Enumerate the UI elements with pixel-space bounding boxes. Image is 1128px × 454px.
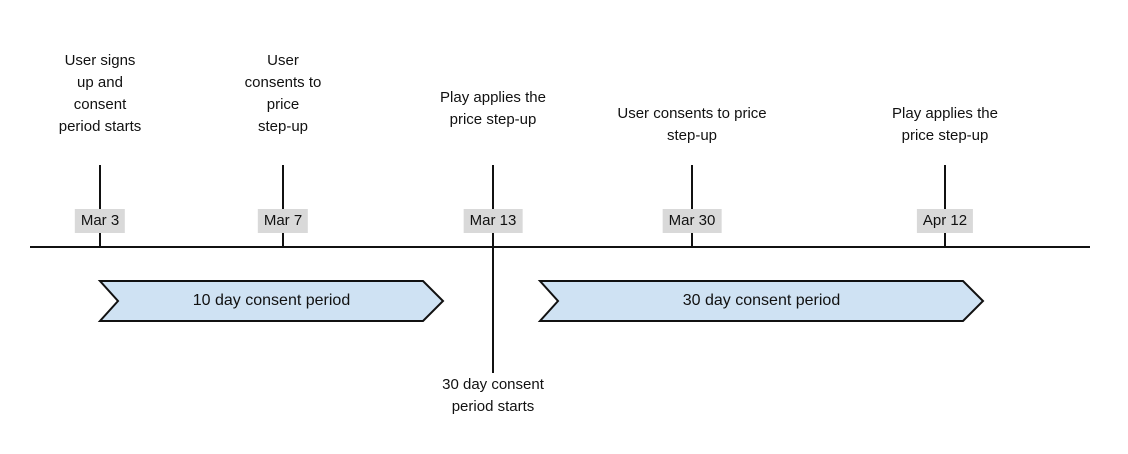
date-chip-apr-12: Apr 12: [916, 209, 974, 233]
event-label-apr-12: Play applies the price step-up: [892, 105, 998, 144]
event-tick-mar-7: [282, 165, 284, 247]
period-label-30-day: 30 day consent period: [682, 292, 841, 309]
event-label-mar-13: Play applies the price step-up: [440, 89, 546, 128]
date-chip-mar-13: Mar 13: [463, 209, 523, 233]
date-chip-mar-30: Mar 30: [662, 209, 722, 233]
period-label-10-day: 10 day consent period: [192, 292, 351, 309]
event-tick-mar-30: [691, 165, 693, 247]
event-tick-mar-13: [492, 165, 494, 373]
date-chip-mar-3: Mar 3: [74, 209, 126, 233]
note-30-day-period-starts: 30 day consent period starts: [442, 376, 544, 415]
period-arrow-30-day: 30 day consent period: [537, 280, 985, 322]
event-label-mar-7: User consents to price step-up: [244, 52, 322, 135]
arrow-banner-shape: [537, 280, 985, 322]
event-label-mar-30: User consents to price step-up: [617, 105, 767, 144]
event-tick-mar-3: [99, 165, 101, 247]
timeline-baseline: [30, 246, 1090, 248]
event-tick-apr-12: [944, 165, 946, 247]
arrow-banner-shape: [97, 280, 445, 322]
period-arrow-10-day: 10 day consent period: [97, 280, 445, 322]
date-chip-mar-7: Mar 7: [257, 209, 309, 233]
event-label-mar-3: User signs up and consent period starts: [58, 52, 142, 135]
